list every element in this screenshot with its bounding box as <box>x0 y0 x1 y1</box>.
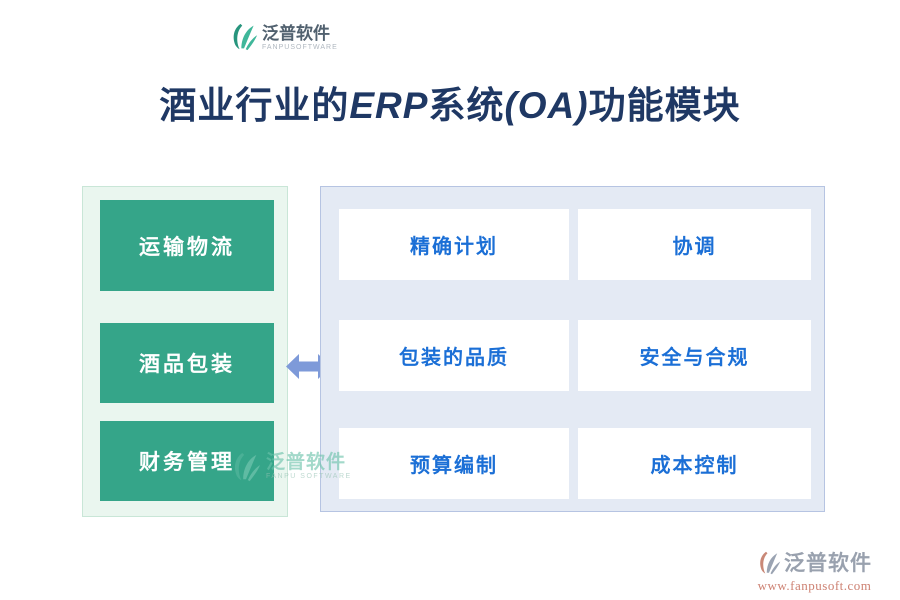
module-label: 运输物流 <box>139 234 235 259</box>
left-module-panel: 运输物流 酒品包装 财务管理 <box>82 186 288 517</box>
feature-cost-control: 成本控制 <box>578 428 811 499</box>
module-liquor-packaging: 酒品包装 <box>100 323 274 403</box>
feature-label: 精确计划 <box>410 236 498 258</box>
page-title: 酒业行业的ERP系统(OA)功能模块 <box>0 84 900 129</box>
feature-label: 协调 <box>672 236 717 258</box>
feature-budgeting: 预算编制 <box>339 428 569 499</box>
module-label: 财务管理 <box>139 450 235 474</box>
fan-swoosh-icon <box>234 452 261 482</box>
feature-label: 预算编制 <box>410 455 498 477</box>
module-label: 酒品包装 <box>139 352 235 376</box>
feature-packaging-quality: 包装的品质 <box>339 320 569 391</box>
fan-swoosh-icon <box>760 551 781 575</box>
feature-coordination: 协调 <box>578 209 811 280</box>
module-transport-logistics: 运输物流 <box>100 200 274 291</box>
brand-name: 泛普软件 <box>262 24 330 43</box>
brand-watermark: 泛普软件 FANPU SOFTWARE <box>231 449 352 485</box>
brand-name: 泛普软件 <box>266 452 347 473</box>
title-part-oa: (OA) <box>504 85 589 126</box>
title-part: 酒业行业的 <box>159 86 350 127</box>
feature-precise-planning: 精确计划 <box>339 209 569 280</box>
brand-name: 泛普软件 <box>784 551 872 575</box>
brand-caption: FANPU SOFTWARE <box>266 473 352 480</box>
brand-logo-top-left: 泛普软件 FANPUSOFTWARE <box>230 20 338 54</box>
feature-label: 安全与合规 <box>639 347 750 369</box>
brand-logo-bottom-right: 泛普软件 www.fanpusoft.com <box>757 548 872 592</box>
title-part: 功能模块 <box>588 86 741 127</box>
module-finance-management: 财务管理 <box>100 421 274 501</box>
title-part: 系统 <box>428 86 505 127</box>
right-feature-panel: 精确计划 协调 包装的品质 安全与合规 预算编制 成本控制 <box>320 186 825 512</box>
brand-url: www.fanpusoft.com <box>757 578 872 593</box>
title-part-erp: ERP <box>349 85 429 126</box>
feature-safety-compliance: 安全与合规 <box>578 320 811 391</box>
feature-label: 成本控制 <box>650 455 739 477</box>
feature-label: 包装的品质 <box>399 347 509 369</box>
fan-swoosh-icon <box>233 23 258 51</box>
brand-caption: FANPUSOFTWARE <box>262 44 338 51</box>
left-right-arrow-icon <box>286 354 331 379</box>
